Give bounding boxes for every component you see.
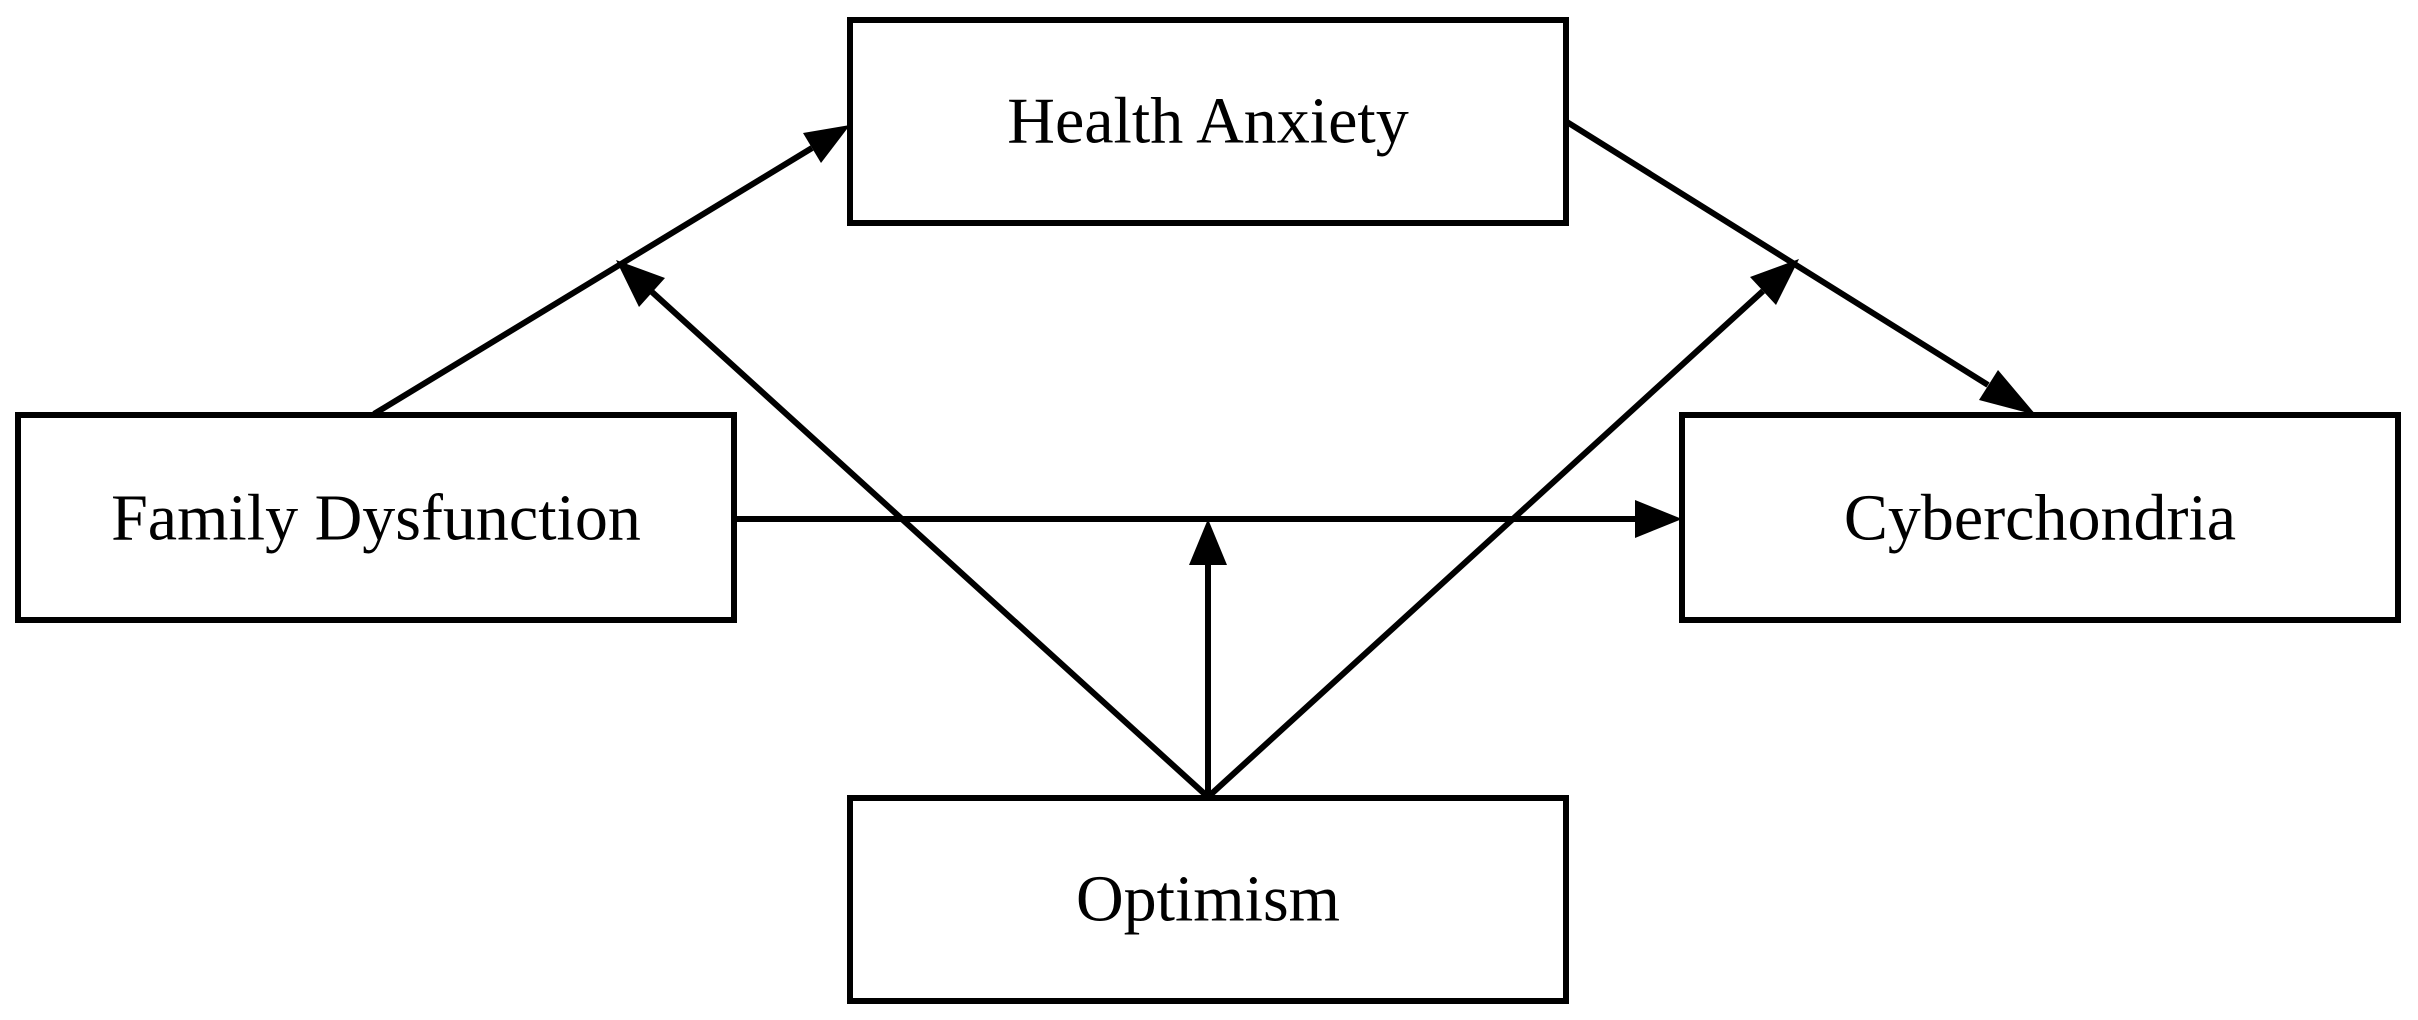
node-family-dysfunction: Family Dysfunction — [15, 412, 737, 623]
edge-family-to-health-anxiety — [372, 125, 850, 417]
node-health-anxiety: Health Anxiety — [847, 17, 1569, 226]
arrowhead-cyberchondria-left — [1635, 500, 1682, 538]
edge-optimism-moderates-second-path — [1205, 259, 1799, 800]
arrowhead-second-path — [1750, 259, 1799, 305]
node-optimism-label: Optimism — [1076, 863, 1340, 936]
arrowhead-direct-path — [1189, 519, 1227, 565]
node-cyberchondria: Cyberchondria — [1679, 412, 2401, 623]
arrowhead-cyberchondria-top — [1979, 370, 2036, 415]
node-optimism: Optimism — [847, 795, 1569, 1004]
edge-family-to-cyberchondria — [735, 500, 1682, 538]
node-family-dysfunction-label: Family Dysfunction — [111, 482, 641, 555]
arrowhead-first-path — [616, 260, 665, 307]
node-health-anxiety-label: Health Anxiety — [1007, 85, 1408, 158]
arrowhead-health-anxiety — [803, 125, 850, 163]
edge-optimism-moderates-direct-path — [1189, 519, 1227, 797]
edge-optimism-moderates-first-path — [616, 260, 1211, 800]
node-cyberchondria-label: Cyberchondria — [1844, 482, 2236, 555]
edge-health-anxiety-to-cyberchondria — [1565, 119, 2036, 415]
